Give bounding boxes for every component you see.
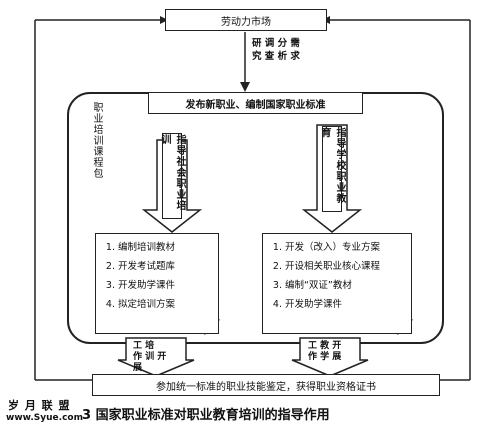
list-item: 开发（改入）专业方案 — [285, 239, 405, 253]
list-item: 开发考试题库 — [118, 258, 212, 272]
list-item: 拟定培训方案 — [118, 296, 212, 310]
certification-box: 参加统一标准的职业技能鉴定，获得职业资格证书 — [92, 374, 440, 396]
labor-market-label: 劳动力市场 — [221, 16, 271, 28]
guide-social-training: 指导社会职业培训 — [159, 133, 185, 219]
standards-box: 发布新职业、编制国家职业标准 — [148, 92, 363, 114]
certification-label: 参加统一标准的职业技能鉴定，获得职业资格证书 — [156, 381, 376, 393]
list-item: 开设相关职业核心课程 — [285, 258, 405, 272]
list-item: 编制“双证”教材 — [285, 277, 405, 291]
right-task-list: 开发（改入）专业方案 开设相关职业核心课程 编制“双证”教材 开发助学课件 — [262, 233, 412, 334]
standards-label: 发布新职业、编制国家职业标准 — [185, 99, 326, 111]
watermark-url: www.Syue.com — [6, 413, 83, 423]
labor-market-box: 劳动力市场 — [165, 9, 327, 31]
guide-school-education: 指导学校职业教育 — [319, 126, 345, 212]
figure-caption: 3 国家职业标准对职业教育培训的指导作用 — [82, 408, 330, 423]
list-item: 开发助学课件 — [285, 296, 405, 310]
watermark-title: 岁 月 联 盟 — [8, 399, 71, 412]
list-item: 开发助学课件 — [118, 277, 212, 291]
teaching-work-label: 工 教 开 作 学 展 — [308, 341, 342, 362]
left-task-list: 编制培训教材 开发考试题库 开发助学课件 拟定培训方案 — [95, 233, 219, 334]
list-item: 编制培训教材 — [118, 239, 212, 253]
course-package-label: 职业培训课程包 — [91, 102, 102, 179]
research-label: 研 调 分 需 究 查 析 求 — [252, 38, 300, 62]
training-work-label: 工 培 作 训 开 展 — [133, 341, 167, 373]
